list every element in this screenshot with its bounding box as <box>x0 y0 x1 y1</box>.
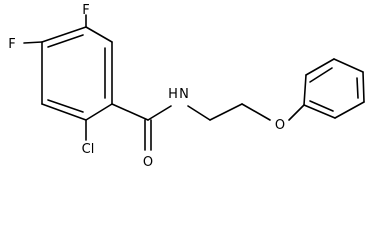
ether-oxygen-label: O <box>275 118 285 133</box>
fluorine-label-top: F <box>82 3 89 18</box>
bond-c-f2 <box>23 41 43 44</box>
bond <box>85 26 113 43</box>
bond-ring-carbonyl <box>111 103 149 121</box>
bond <box>41 103 87 121</box>
bond <box>362 71 365 103</box>
bond <box>47 34 84 48</box>
bond-ch2-o <box>241 103 271 121</box>
bond-o-phenyl <box>288 104 305 121</box>
amide-hydrogen-label: H <box>168 87 178 102</box>
bond <box>85 103 113 121</box>
aromatic-ring-left <box>41 26 113 121</box>
bond <box>41 26 87 43</box>
bond-ch2-ch2 <box>209 103 243 121</box>
bond <box>333 58 364 73</box>
bond-carbonyl-n <box>147 105 172 121</box>
fluorine-label-left: F <box>8 37 15 52</box>
bond <box>309 100 334 112</box>
chlorine-label: Cl <box>82 142 95 157</box>
bond <box>309 67 333 83</box>
bond <box>303 74 307 106</box>
amide-nitrogen-label: N <box>179 87 189 102</box>
bond-n-ch2 <box>187 105 211 121</box>
bond <box>303 104 336 119</box>
carbonyl-oxygen-label: O <box>143 155 153 170</box>
bond <box>356 77 359 99</box>
bond <box>334 101 365 119</box>
phenyl-ring-right <box>303 58 365 119</box>
chemical-structure-diagram: F F Cl O H N O <box>8 3 365 170</box>
bond <box>47 99 84 113</box>
bond <box>305 58 335 76</box>
